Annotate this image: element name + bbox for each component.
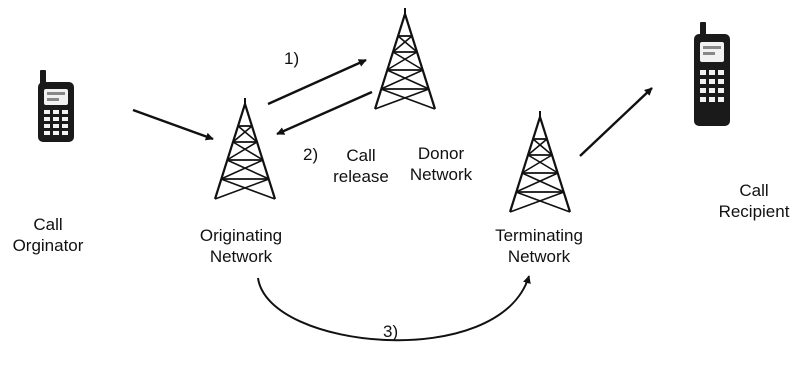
donor-network-label: Donor Network (409, 144, 473, 184)
recipient-phone-icon (694, 22, 730, 126)
step2-number-label: 2) (303, 145, 319, 164)
arrow-step1-originating-to-donor (267, 58, 367, 106)
arrow-terminating-to-recipient (579, 87, 653, 157)
terminating-network-label: Terminating Network (495, 226, 583, 266)
originating-network-label: Originating Network (199, 226, 283, 266)
donor-network-tower-icon (373, 6, 437, 111)
caller-label: Call Orginator (12, 215, 84, 255)
originating-network-tower-icon (213, 96, 277, 201)
arrow-caller-to-originating (132, 108, 214, 141)
step3-label: 3) (383, 322, 399, 341)
arrow-step2-donor-to-originating (276, 90, 373, 136)
step1-label: 1) (284, 49, 300, 68)
call-release-label: Call release (333, 146, 389, 186)
terminating-network-tower-icon (508, 109, 572, 214)
arrow-step3-originating-to-terminating (257, 275, 531, 342)
caller-phone-icon (38, 70, 74, 142)
recipient-label: Call Recipient (718, 181, 790, 221)
